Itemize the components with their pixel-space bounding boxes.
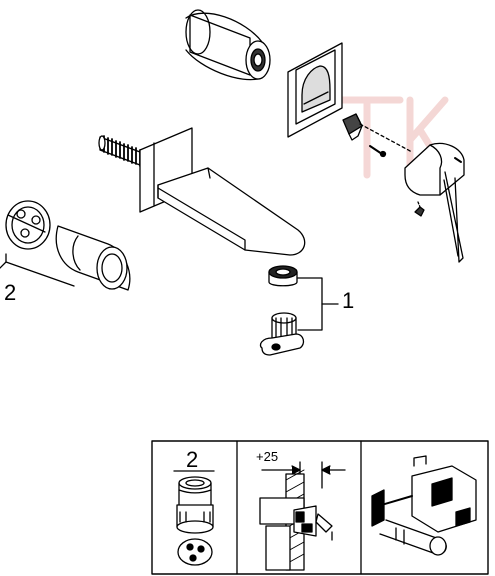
lever-handle (404, 142, 465, 263)
callout-label-1: 1 (342, 288, 355, 313)
panel-section-quantity (173, 470, 215, 566)
callout-2-bracket (0, 253, 75, 287)
panel-section-dimension (259, 461, 346, 571)
panel-quantity-label: 2 (186, 447, 199, 472)
aerator-key (259, 312, 305, 356)
lever-screw (414, 201, 425, 217)
spout (157, 167, 306, 256)
cover-sleeve (185, 9, 271, 81)
screw (369, 145, 387, 158)
info-panel (151, 440, 489, 575)
callout-1-bracket (297, 277, 339, 331)
callout-label-2: 2 (4, 280, 17, 305)
cartridge (342, 113, 363, 141)
aerator-insert (268, 265, 298, 287)
panel-depth-label: +25 (256, 449, 279, 464)
wall-rosette (287, 42, 343, 138)
panel-section-installation (371, 455, 477, 556)
spare-cartridge-set (5, 200, 131, 291)
